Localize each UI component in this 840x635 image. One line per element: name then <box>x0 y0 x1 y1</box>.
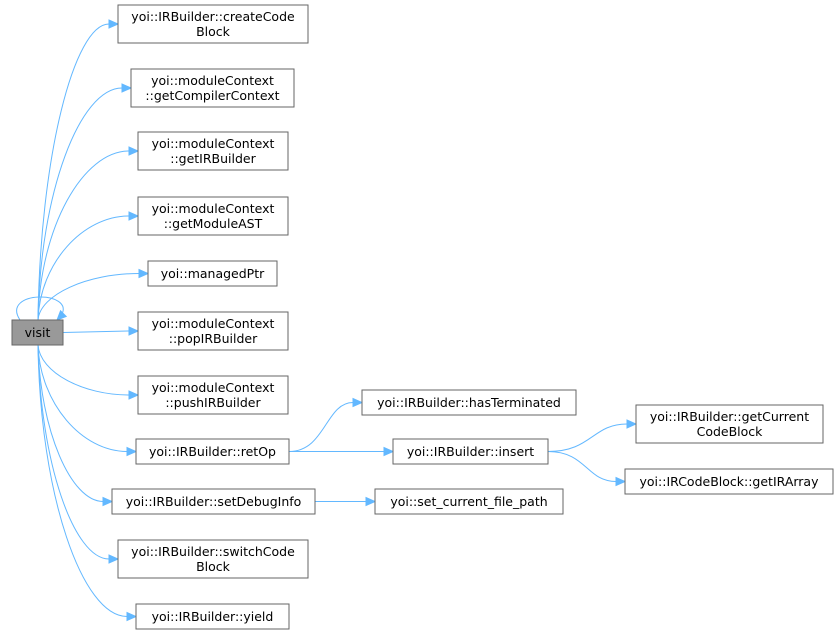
node-label-getModuleAST-0: yoi::moduleContext <box>152 201 275 216</box>
edge-visit-to-getCompilerContext <box>37 87 123 321</box>
edge-visit-to-popIRBuilder-arrow <box>128 326 140 336</box>
edge-visit-to-switchCodeBlock-arrow <box>108 554 120 564</box>
node-label-setDebugInfo-0: yoi::IRBuilder::setDebugInfo <box>126 494 302 509</box>
node-label-insert-0: yoi::IRBuilder::insert <box>407 444 534 459</box>
edge-visit-to-setDebugInfo <box>37 344 104 502</box>
edge-retOp-to-insert-arrow <box>383 446 395 457</box>
edge-visit-to-retOp-arrow <box>126 446 138 457</box>
node-label-getIRBuilder-1: ::getIRBuilder <box>170 151 256 166</box>
graph-nodes: visityoi::IRBuilder::createCodeBlockyoi:… <box>11 4 834 630</box>
node-box-visit <box>11 319 64 346</box>
edge-visit-to-setDebugInfo-arrow <box>102 496 114 507</box>
node-box-hasTerminated <box>361 389 577 416</box>
node-label-getModuleAST-1: ::getModuleAST <box>164 216 263 231</box>
node-box-retOp <box>135 438 290 465</box>
node-box-managedPtr <box>147 260 278 287</box>
node-getModuleAST[interactable]: yoi::moduleContext::getModuleAST <box>137 196 289 236</box>
edge-visit-to-switchCodeBlock <box>37 344 110 560</box>
node-label-getCurrentCodeBlock-0: yoi::IRBuilder::getCurrent <box>650 409 809 424</box>
node-box-switchCodeBlock <box>117 539 309 579</box>
node-label-managedPtr-0: yoi::managedPtr <box>161 266 265 281</box>
node-box-pushIRBuilder <box>137 375 289 415</box>
edge-visit-to-visit-arrow <box>56 309 68 321</box>
edge-insert-to-getCurrentCodeBlock-arrow <box>626 419 638 429</box>
node-visit[interactable]: visit <box>11 319 64 346</box>
edge-visit-to-yield-arrow <box>126 611 138 622</box>
node-label-popIRBuilder-1: ::popIRBuilder <box>169 331 258 346</box>
node-label-createCodeBlock-0: yoi::IRBuilder::createCode <box>131 9 295 24</box>
node-set_current_file_path[interactable]: yoi::set_current_file_path <box>374 488 564 515</box>
edge-visit-to-retOp <box>37 344 128 452</box>
edge-insert-to-getIRArray-arrow <box>615 476 627 487</box>
node-setDebugInfo[interactable]: yoi::IRBuilder::setDebugInfo <box>111 488 316 515</box>
node-label-switchCodeBlock-1: Block <box>196 559 231 574</box>
node-retOp[interactable]: yoi::IRBuilder::retOp <box>135 438 290 465</box>
node-box-getCurrentCodeBlock <box>635 404 824 444</box>
node-pushIRBuilder[interactable]: yoi::moduleContext::pushIRBuilder <box>137 375 289 415</box>
node-box-createCodeBlock <box>117 4 309 44</box>
node-getIRArray[interactable]: yoi::IRCodeBlock::getIRArray <box>624 468 834 495</box>
edge-visit-to-getModuleAST-arrow <box>128 211 140 221</box>
node-box-insert <box>392 438 549 465</box>
node-insert[interactable]: yoi::IRBuilder::insert <box>392 438 549 465</box>
edge-visit-to-getIRBuilder <box>37 150 130 321</box>
node-label-pushIRBuilder-1: ::pushIRBuilder <box>165 395 261 410</box>
edge-retOp-to-hasTerminated-arrow <box>352 397 364 408</box>
graph-edges <box>16 19 638 622</box>
node-box-yield <box>135 603 290 630</box>
edge-visit-to-popIRBuilder <box>62 330 130 333</box>
node-label-hasTerminated-0: yoi::IRBuilder::hasTerminated <box>377 395 561 410</box>
node-getCompilerContext[interactable]: yoi::moduleContext::getCompilerContext <box>130 68 295 108</box>
node-box-getCompilerContext <box>130 68 295 108</box>
node-label-getIRArray-0: yoi::IRCodeBlock::getIRArray <box>640 474 820 489</box>
edge-visit-to-managedPtr-arrow <box>138 268 150 279</box>
edge-visit-to-createCodeBlock-arrow <box>108 19 120 29</box>
node-label-getCurrentCodeBlock-1: CodeBlock <box>697 424 764 439</box>
node-label-popIRBuilder-0: yoi::moduleContext <box>152 316 275 331</box>
node-label-visit-0: visit <box>25 325 51 340</box>
edge-visit-to-getCompilerContext-arrow <box>121 83 133 93</box>
edge-visit-to-createCodeBlock <box>37 23 110 321</box>
edge-visit-to-getIRBuilder-arrow <box>128 146 140 156</box>
edge-visit-to-getModuleAST <box>37 215 130 321</box>
node-managedPtr[interactable]: yoi::managedPtr <box>147 260 278 287</box>
node-label-set_current_file_path-0: yoi::set_current_file_path <box>390 494 547 509</box>
node-label-getCompilerContext-0: yoi::moduleContext <box>151 73 274 88</box>
node-box-getModuleAST <box>137 196 289 236</box>
edge-insert-to-getCurrentCodeBlock <box>547 423 628 452</box>
node-getIRBuilder[interactable]: yoi::moduleContext::getIRBuilder <box>137 131 289 171</box>
node-box-setDebugInfo <box>111 488 316 515</box>
node-label-getCompilerContext-1: ::getCompilerContext <box>145 88 279 103</box>
node-label-createCodeBlock-1: Block <box>196 24 231 39</box>
node-label-switchCodeBlock-0: yoi::IRBuilder::switchCode <box>131 544 295 559</box>
node-label-yield-0: yoi::IRBuilder::yield <box>152 609 274 624</box>
edge-insert-to-getIRArray <box>547 451 617 482</box>
node-label-getIRBuilder-0: yoi::moduleContext <box>152 136 275 151</box>
node-box-set_current_file_path <box>374 488 564 515</box>
edge-visit-to-yield <box>37 344 128 617</box>
node-yield[interactable]: yoi::IRBuilder::yield <box>135 603 290 630</box>
node-box-getIRArray <box>624 468 834 495</box>
edge-visit-to-managedPtr <box>37 273 140 321</box>
node-label-pushIRBuilder-0: yoi::moduleContext <box>152 380 275 395</box>
node-hasTerminated[interactable]: yoi::IRBuilder::hasTerminated <box>361 389 577 416</box>
node-box-getIRBuilder <box>137 131 289 171</box>
edge-visit-to-pushIRBuilder <box>37 344 130 396</box>
node-popIRBuilder[interactable]: yoi::moduleContext::popIRBuilder <box>137 311 289 351</box>
edge-retOp-to-hasTerminated <box>288 402 354 452</box>
node-label-retOp-0: yoi::IRBuilder::retOp <box>149 444 276 459</box>
edge-setDebugInfo-to-set_current_file_path-arrow <box>365 496 377 507</box>
edge-visit-to-pushIRBuilder-arrow <box>128 390 140 400</box>
node-box-popIRBuilder <box>137 311 289 351</box>
